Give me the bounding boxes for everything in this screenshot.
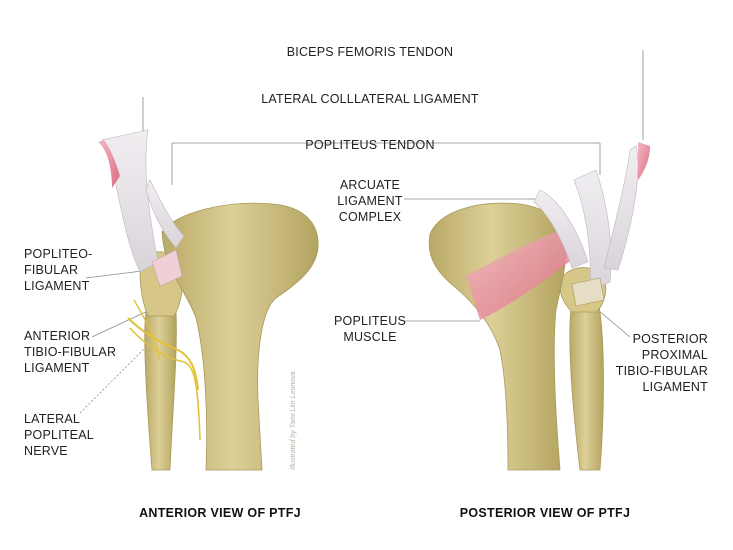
leader-lines — [79, 50, 644, 414]
label-popliteus-tendon: POPLITEUS TENDON — [305, 138, 435, 152]
label-popliteofibular-ligament: POPLITEO- FIBULAR LIGAMENT — [24, 246, 92, 294]
posterior-biceps-tendon — [603, 145, 639, 271]
label-line: TIBIO-FIBULAR — [24, 345, 117, 359]
label-line: LIGAMENT — [24, 361, 90, 375]
label-line: TIBIO-FIBULAR — [615, 364, 708, 378]
popliteus-muscle — [466, 226, 582, 320]
label-line: NERVE — [24, 444, 68, 458]
label-lateral-collateral-ligament: LATERAL COLLLATERAL LIGAMENT — [261, 92, 479, 106]
anterior-view — [98, 129, 319, 471]
label-line: POSTERIOR — [632, 332, 708, 346]
label-line: COMPLEX — [338, 210, 402, 224]
label-arcuate-ligament-complex: ARCUATE LIGAMENT COMPLEX — [325, 177, 415, 225]
label-posterior-proximal-tibiofibular-ligament: POSTERIOR PROXIMAL TIBIO-FIBULAR LIGAMEN… — [596, 331, 708, 395]
label-popliteus-muscle: POPLITEUS MUSCLE — [325, 313, 415, 345]
anterior-biceps-tendon — [98, 140, 120, 188]
label-line: MUSCLE — [343, 330, 397, 344]
posterior-fibula — [569, 299, 604, 471]
title-posterior-view: POSTERIOR VIEW OF PTFJ — [459, 506, 631, 520]
anterior-popliteus-tendon — [145, 179, 185, 249]
title-anterior-view: ANTERIOR VIEW OF PTFJ — [139, 506, 301, 520]
posterior-biceps-red — [638, 142, 650, 180]
label-line: PROXIMAL — [641, 348, 708, 362]
label-line: LIGAMENT — [337, 194, 403, 208]
label-anterior-tibiofibular-ligament: ANTERIOR TIBIO-FIBULAR LIGAMENT — [24, 328, 116, 376]
anterior-popliteofibular-ligament — [151, 249, 183, 287]
label-line: LIGAMENT — [24, 279, 90, 293]
label-line: POPLITEUS — [334, 314, 406, 328]
anterior-tibia — [161, 202, 319, 471]
anterior-fibula — [144, 311, 177, 471]
label-line: POPLITEAL — [24, 428, 94, 442]
label-lateral-popliteal-nerve: LATERAL POPLITEAL NERVE — [24, 411, 94, 459]
posterior-view — [428, 142, 650, 471]
label-line: POPLITEO- — [24, 247, 93, 261]
illustrator-credit: Illustrated by Tami Lim Leonova — [290, 371, 297, 470]
label-line: LATERAL — [24, 412, 81, 426]
label-line: LIGAMENT — [642, 380, 708, 394]
lateral-popliteal-nerve — [127, 317, 199, 391]
arcuate-ligament-complex — [533, 189, 589, 269]
label-biceps-femoris-tendon: BICEPS FEMORIS TENDON — [286, 45, 454, 59]
posterior-tibiofibular-ligament — [571, 277, 605, 307]
label-line: ANTERIOR — [24, 329, 91, 343]
label-line: ARCUATE — [339, 178, 401, 192]
label-line: FIBULAR — [24, 263, 79, 277]
